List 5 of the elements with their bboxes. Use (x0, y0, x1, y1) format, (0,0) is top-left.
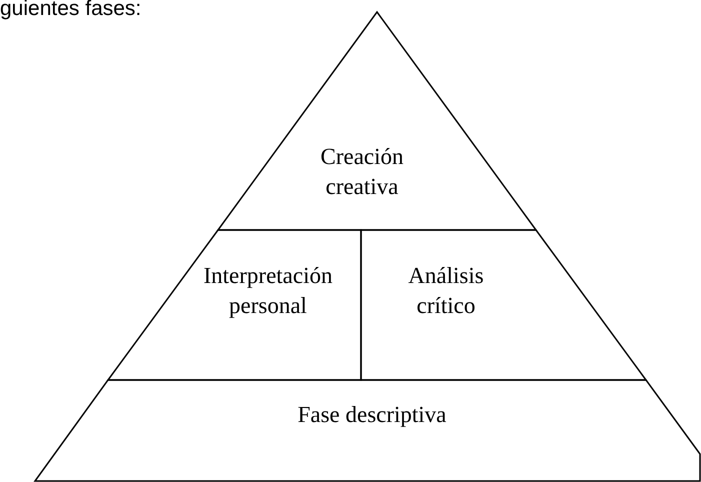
intro-text: guientes fases: (0, 0, 142, 21)
section-label: Análisis crítico (407, 262, 485, 320)
section-label: Interpretación personal (202, 262, 334, 320)
section-label: Fase descriptiva (296, 401, 448, 429)
section-label: Creación creativa (319, 143, 404, 201)
